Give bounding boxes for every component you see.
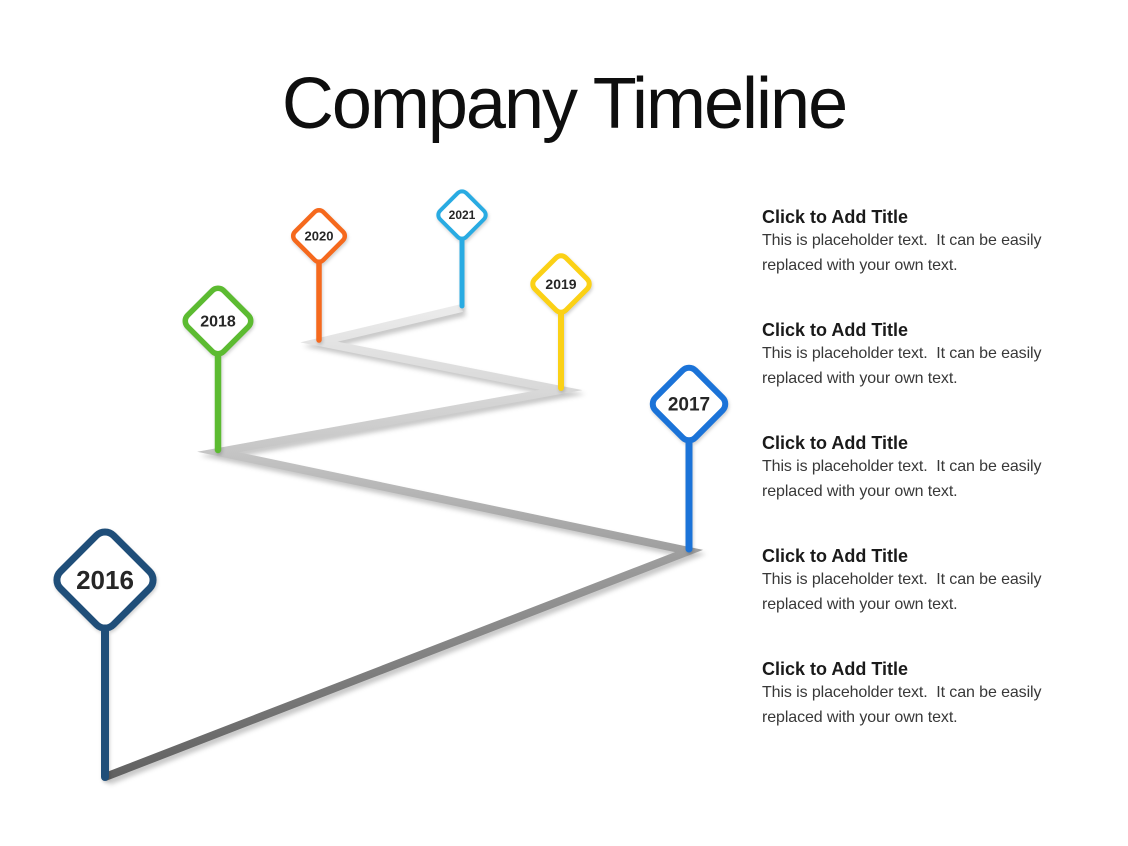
marker-year-label: 2017 [668,395,710,416]
entry-block: Click to Add Title This is placeholder t… [762,658,1102,730]
entry-title-placeholder[interactable]: Click to Add Title [762,433,909,453]
timeline-marker-2021[interactable]: 2021 [436,189,488,309]
timeline-marker-2016[interactable]: 2016 [52,527,158,781]
marker-diamond [182,285,254,357]
timeline-marker-2017[interactable]: 2017 [649,364,729,553]
marker-year-label: 2020 [305,229,334,244]
entry-block: Click to Add Title This is placeholder t… [762,206,1102,278]
entry-body-line[interactable]: This is placeholder text. It can be easi… [762,232,1042,249]
entry-body-line[interactable]: replaced with your own text. [762,595,958,613]
entry-block: Click to Add Title This is placeholder t… [762,545,1102,617]
slide-title: Company Timeline [281,64,848,144]
marker-year-label: 2019 [545,276,576,292]
entry-body-line[interactable]: This is placeholder text. It can be easi… [762,458,1042,475]
entry-body-line[interactable]: replaced with your own text. [762,369,958,387]
marker-diamond [53,528,157,632]
entry-block: Click to Add Title This is placeholder t… [762,432,1102,504]
entry-body-line[interactable]: This is placeholder text. It can be easi… [762,684,1042,701]
marker-diamond [649,364,729,444]
entry-block: Click to Add Title This is placeholder t… [762,319,1102,391]
marker-diamond [530,253,592,315]
entry-title-placeholder[interactable]: Click to Add Title [762,546,909,566]
entry-title-placeholder[interactable]: Click to Add Title [762,659,909,679]
entry-body-line[interactable]: replaced with your own text. [762,482,958,500]
entry-body-line[interactable]: replaced with your own text. [762,256,958,274]
timeline-zigzag-line [103,304,704,781]
entry-list: Click to Add Title This is placeholder t… [762,206,1102,730]
marker-diamond [436,189,488,241]
marker-year-label: 2018 [200,314,236,331]
timeline-marker-2020[interactable]: 2020 [290,207,348,343]
entry-body-line[interactable]: This is placeholder text. It can be easi… [762,571,1042,588]
entry-body-line[interactable]: replaced with your own text. [762,708,958,726]
marker-diamond [290,207,348,265]
marker-year-label: 2021 [449,208,476,222]
entry-title-placeholder[interactable]: Click to Add Title [762,207,909,227]
timeline-marker-2018[interactable]: 2018 [182,285,254,454]
entry-title-placeholder[interactable]: Click to Add Title [762,320,909,340]
entry-body-line[interactable]: This is placeholder text. It can be easi… [762,345,1042,362]
timeline-marker-2019[interactable]: 2019 [530,253,592,391]
marker-year-label: 2016 [76,565,134,595]
